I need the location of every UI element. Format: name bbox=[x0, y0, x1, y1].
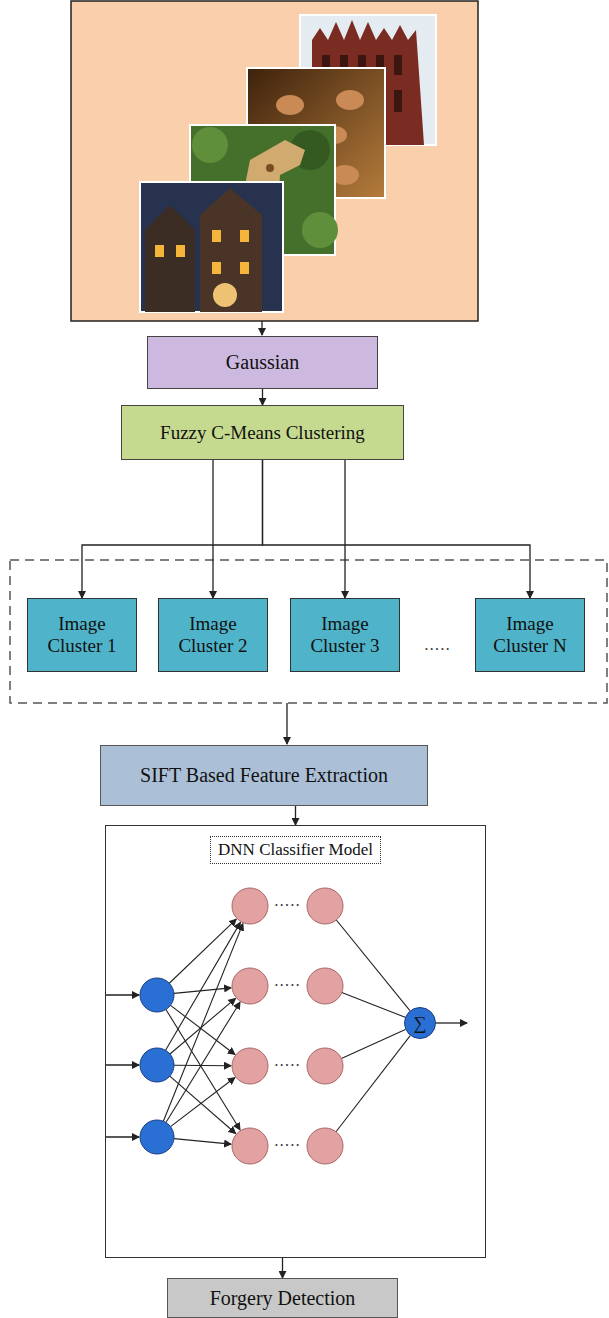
hidden-neuron bbox=[232, 1048, 268, 1084]
node-label: Image Cluster 2 bbox=[164, 613, 262, 657]
weight-line bbox=[163, 924, 243, 1122]
hidden-neuron bbox=[307, 888, 343, 924]
node-label: Image Cluster 3 bbox=[296, 613, 394, 657]
input-arrow bbox=[106, 994, 139, 995]
node-label: Gaussian bbox=[226, 351, 299, 374]
ellipsis: ····· bbox=[274, 978, 301, 994]
weight-line bbox=[170, 1076, 236, 1133]
flow-arrow bbox=[286, 703, 287, 744]
cluster-box: Image Cluster N bbox=[475, 598, 585, 672]
input-arrow bbox=[106, 1136, 139, 1137]
node-label: SIFT Based Feature Extraction bbox=[140, 764, 388, 787]
weight-line bbox=[166, 1002, 240, 1122]
node-label: Fuzzy C-Means Clustering bbox=[160, 422, 365, 444]
hidden-neuron bbox=[232, 968, 268, 1004]
hidden-neuron bbox=[307, 1048, 343, 1084]
weight-line bbox=[166, 922, 241, 1050]
flow-connector bbox=[263, 460, 531, 598]
input-neuron bbox=[140, 1120, 174, 1154]
node-label: Forgery Detection bbox=[210, 1287, 356, 1310]
weight-line bbox=[174, 988, 231, 994]
hidden-neuron bbox=[232, 888, 268, 924]
sum-node: ∑ bbox=[404, 1007, 436, 1039]
cluster-box: Image Cluster 2 bbox=[158, 598, 268, 672]
cluster-box: Image Cluster 1 bbox=[27, 598, 137, 672]
flow-connector bbox=[212, 460, 213, 598]
ellipsis: ····· bbox=[424, 642, 451, 658]
hidden-neuron bbox=[307, 1128, 343, 1164]
cluster-group bbox=[10, 560, 607, 703]
ellipsis: ····· bbox=[274, 1058, 301, 1074]
input-arrow bbox=[106, 1064, 139, 1065]
flow-connector bbox=[282, 1258, 283, 1278]
cluster-box: Image Cluster 3 bbox=[290, 598, 400, 672]
hidden-neuron bbox=[307, 968, 343, 1004]
node-label: ∑ bbox=[414, 1013, 427, 1034]
image-panel bbox=[71, 1, 478, 321]
flow-connector bbox=[344, 460, 345, 598]
flow-connector bbox=[295, 806, 296, 825]
weight-line bbox=[336, 920, 410, 1011]
process-box: Gaussian bbox=[147, 336, 378, 389]
flow-connector bbox=[82, 460, 263, 598]
weight-line bbox=[166, 1009, 240, 1129]
output-box: Forgery Detection bbox=[167, 1278, 398, 1318]
node-label: Image Cluster N bbox=[481, 613, 579, 657]
process-box: Fuzzy C-Means Clustering bbox=[121, 405, 404, 460]
weight-line bbox=[174, 1065, 231, 1067]
weight-line bbox=[171, 1005, 235, 1054]
input-neuron bbox=[140, 978, 174, 1012]
input-neuron bbox=[140, 1048, 174, 1082]
output-arrow bbox=[436, 1022, 467, 1023]
process-box: SIFT Based Feature Extraction bbox=[100, 745, 428, 806]
node-label: Image Cluster 1 bbox=[33, 613, 131, 657]
weight-line bbox=[169, 919, 236, 983]
weight-line bbox=[174, 1139, 231, 1145]
weight-line bbox=[171, 1078, 235, 1127]
ellipsis: ····· bbox=[274, 1138, 301, 1154]
weight-line bbox=[342, 993, 405, 1018]
ellipsis: ····· bbox=[274, 898, 301, 914]
hidden-neuron bbox=[232, 1128, 268, 1164]
weight-line bbox=[336, 1036, 410, 1132]
night-house-photo bbox=[140, 182, 283, 312]
panel-heading: DNN Classifier Model bbox=[210, 836, 381, 864]
neural-network bbox=[106, 888, 467, 1164]
flow-connector bbox=[262, 389, 263, 405]
flow-arrow bbox=[261, 321, 262, 335]
classifier-panel: DNN Classifier Model ∑ bbox=[105, 825, 486, 1258]
